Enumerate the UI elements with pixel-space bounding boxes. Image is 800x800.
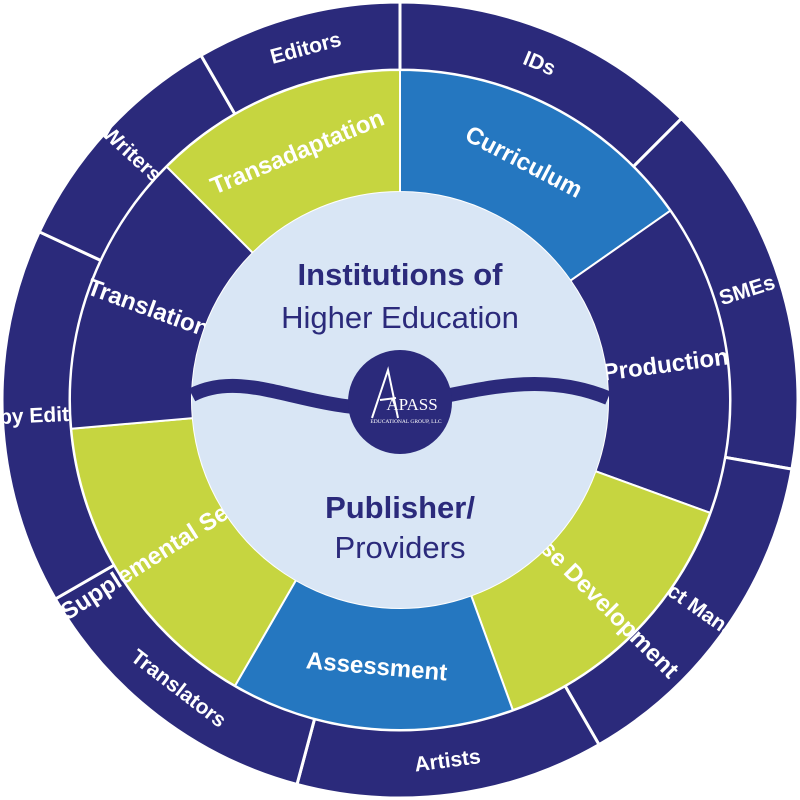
center-bottom-title: Publisher/ — [325, 490, 475, 525]
center-bottom-subtitle: Providers — [335, 530, 466, 565]
logo-text: APASS — [386, 395, 437, 414]
logo-subtext: EDUCATIONAL GROUP, LLC — [370, 419, 441, 425]
center-top-subtitle: Higher Education — [281, 300, 519, 335]
center-top-title: Institutions of — [298, 257, 504, 292]
logo-circle — [348, 350, 452, 454]
apass-logo: APASS EDUCATIONAL GROUP, LLC — [348, 350, 452, 454]
center-hub: Institutions of Higher Education Publish… — [188, 192, 611, 608]
logo-mark-icon — [371, 366, 399, 419]
